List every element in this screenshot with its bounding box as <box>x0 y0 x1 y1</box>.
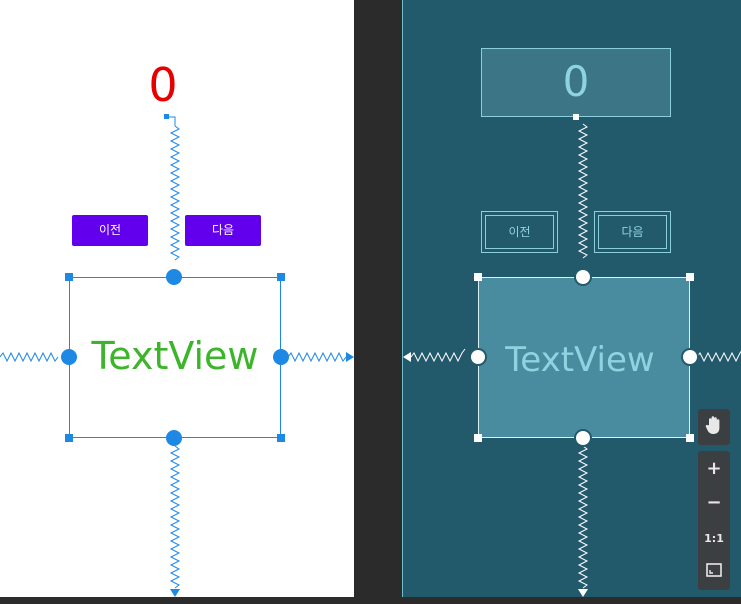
blueprint-textview-label: TextView <box>505 340 655 380</box>
anchor-right[interactable] <box>273 349 289 365</box>
hand-icon <box>705 416 720 434</box>
resize-handle-top-right[interactable] <box>277 273 285 281</box>
blueprint-counter-anchor[interactable] <box>573 114 579 120</box>
blueprint-handle-top-left[interactable] <box>474 273 482 281</box>
right-constraint-spring <box>287 351 347 363</box>
blueprint-prev-button[interactable]: 이전 <box>481 211 558 253</box>
anchor-top[interactable] <box>166 269 182 285</box>
counter-textview[interactable]: 0 <box>148 58 178 112</box>
zoom-out-button[interactable]: − <box>706 492 722 513</box>
blueprint-top-spring <box>577 123 589 259</box>
bottom-gutter <box>0 597 741 604</box>
pan-button[interactable] <box>698 415 730 439</box>
blueprint-anchor-bottom[interactable] <box>574 429 592 447</box>
design-constraints-overlay <box>0 114 354 597</box>
blueprint-surface[interactable]: 0 이전 다음 TextView <box>402 0 741 597</box>
blueprint-counter-textview: 0 <box>562 57 590 106</box>
zoom-toolbar: + − 1:1 <box>698 451 730 590</box>
pan-toolbar <box>698 409 730 445</box>
prev-button[interactable]: 이전 <box>72 215 148 246</box>
blueprint-handle-bottom-left[interactable] <box>474 434 482 442</box>
blueprint-anchor-top[interactable] <box>574 268 592 286</box>
resize-handle-bottom-right[interactable] <box>277 434 285 442</box>
fit-screen-button[interactable] <box>698 561 730 583</box>
blueprint-next-label: 다음 <box>598 215 667 249</box>
blueprint-prev-label: 이전 <box>485 215 554 249</box>
right-arrow-icon <box>346 352 354 362</box>
design-surface[interactable]: 0 이전 다음 TextView <box>0 0 354 597</box>
resize-handle-top-left[interactable] <box>65 273 73 281</box>
zoom-in-button[interactable]: + <box>706 458 722 479</box>
blueprint-handle-bottom-right[interactable] <box>686 434 694 442</box>
blueprint-left-arrow-icon <box>403 352 411 362</box>
top-constraint-spring <box>169 125 181 261</box>
bottom-arrow-icon <box>170 589 180 597</box>
textview-label: TextView <box>91 334 259 378</box>
counter-anchor[interactable] <box>164 114 169 119</box>
blueprint-constraints-overlay <box>403 114 741 597</box>
actual-size-button[interactable]: 1:1 <box>704 532 724 545</box>
blueprint-next-button[interactable]: 다음 <box>594 211 671 253</box>
fit-screen-icon <box>706 563 722 577</box>
blueprint-anchor-left[interactable] <box>469 348 487 366</box>
bottom-constraint-spring <box>169 445 181 589</box>
anchor-bottom[interactable] <box>166 430 182 446</box>
resize-handle-bottom-left[interactable] <box>65 434 73 442</box>
left-constraint-spring <box>0 351 59 363</box>
blueprint-bottom-spring <box>577 445 589 589</box>
blueprint-left-spring <box>410 348 466 363</box>
blueprint-right-spring <box>696 350 741 363</box>
blueprint-bottom-arrow-icon <box>578 589 588 597</box>
blueprint-anchor-right[interactable] <box>681 348 699 366</box>
next-button[interactable]: 다음 <box>185 215 261 246</box>
constraint-connector <box>167 116 176 126</box>
blueprint-handle-top-right[interactable] <box>686 273 694 281</box>
anchor-left[interactable] <box>61 349 77 365</box>
